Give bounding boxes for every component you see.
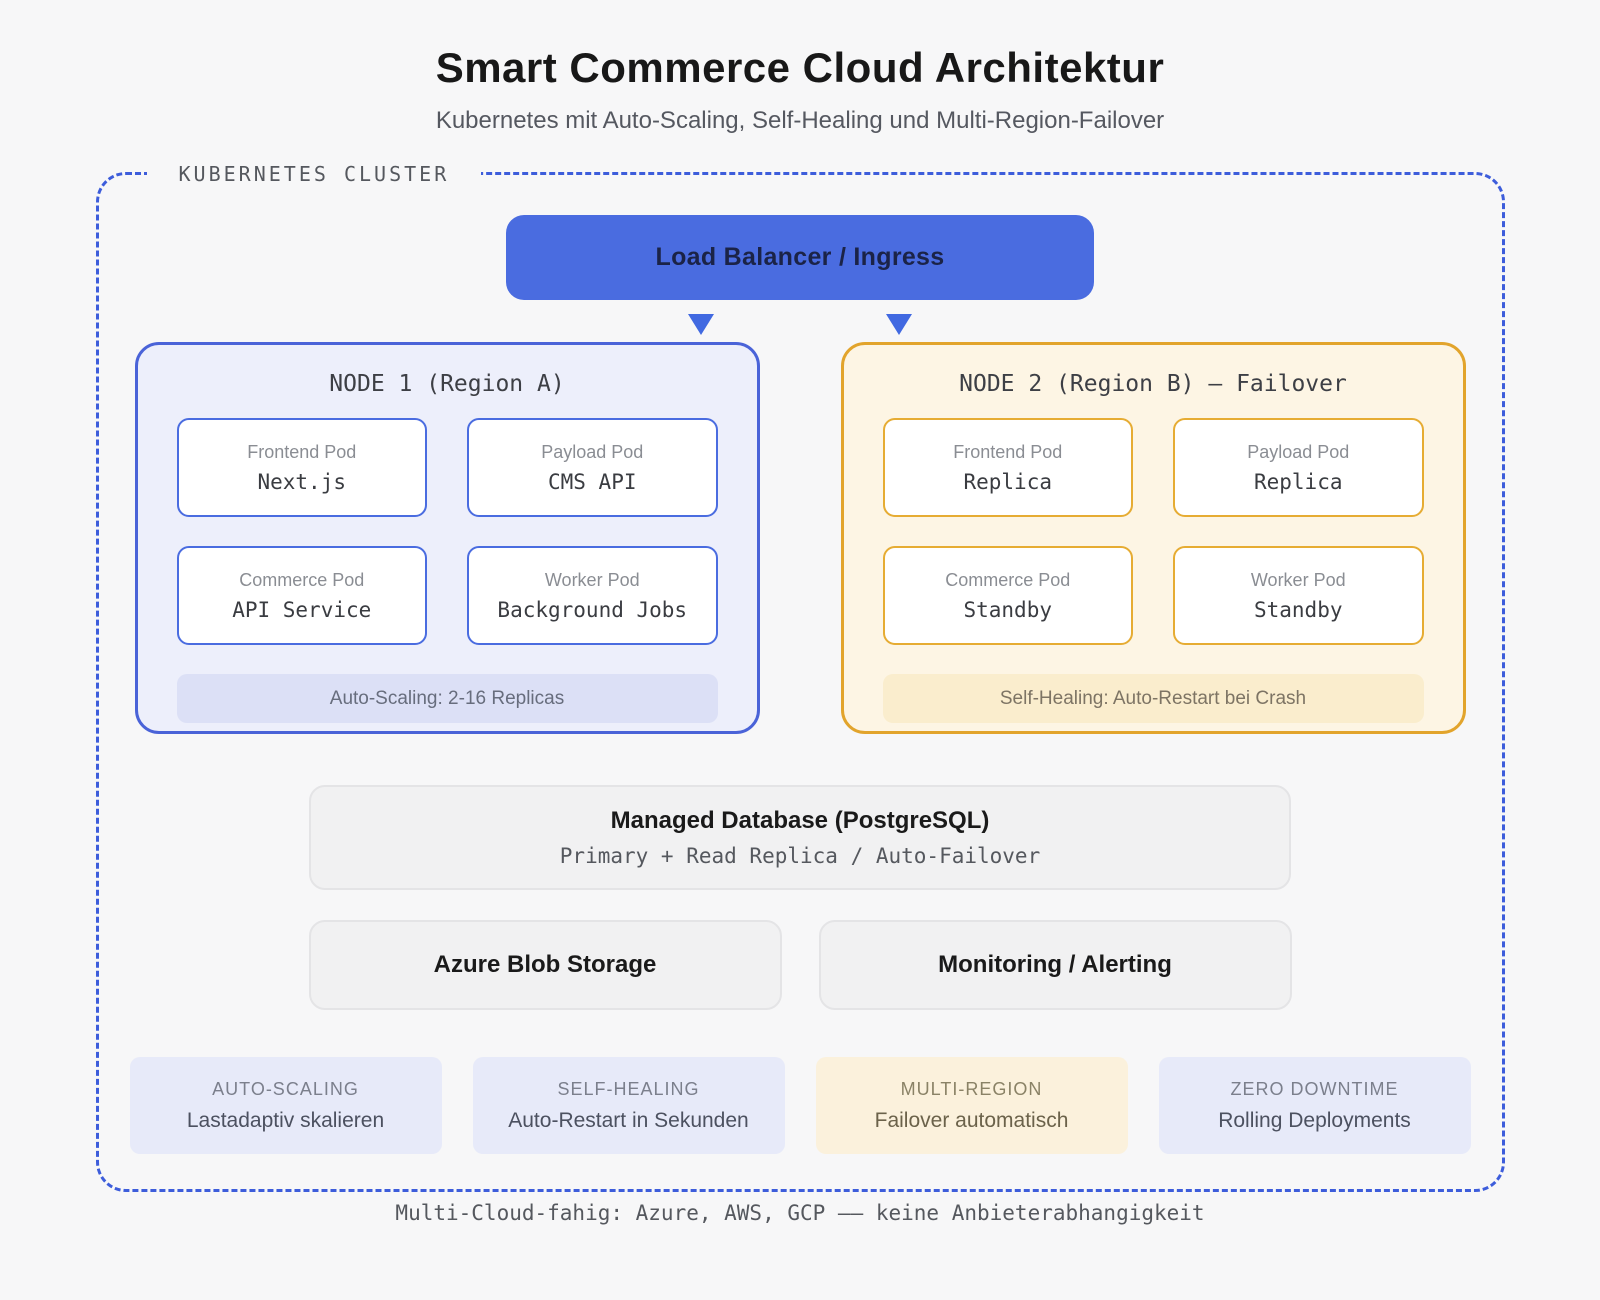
badge-self-healing: SELF-HEALING Auto-Restart in Sekunden [472, 1057, 785, 1154]
pod-label: Worker Pod [544, 569, 640, 590]
load-balancer-label: Load Balancer / Ingress [655, 243, 945, 271]
pod-value: CMS API [547, 469, 637, 494]
pod-label: Payload Pod [1247, 441, 1350, 462]
service-title: Azure Blob Storage [433, 951, 657, 978]
load-balancer-box: Load Balancer / Ingress [506, 215, 1094, 300]
node-title: NODE 1 (Region A) [329, 371, 565, 397]
badge-text: Rolling Deployments [1218, 1108, 1411, 1132]
node-1-region-a: NODE 1 (Region A) Frontend Pod Next.js P… [134, 342, 760, 734]
kubernetes-cluster-boundary: KUBERNETES CLUSTER Load Balancer / Ingre… [95, 160, 1505, 1192]
managed-database-box: Managed Database (PostgreSQL) Primary + … [309, 785, 1291, 890]
badge-label: AUTO-SCALING [212, 1078, 359, 1099]
pod-payload-replica: Payload Pod Replica [1173, 418, 1424, 517]
pod-grid: Frontend Pod Next.js Payload Pod CMS API… [176, 418, 718, 645]
node-footer-selfhealing: Self-Healing: Auto-Restart bei Crash [882, 674, 1424, 723]
nodes-row: NODE 1 (Region A) Frontend Pod Next.js P… [134, 342, 1466, 734]
badge-label: MULTI-REGION [900, 1078, 1043, 1099]
badge-multi-region: MULTI-REGION Failover automatisch [815, 1057, 1128, 1154]
badge-text: Auto-Restart in Sekunden [508, 1108, 749, 1132]
node-2-region-b-failover: NODE 2 (Region B) — Failover Frontend Po… [840, 342, 1466, 734]
node-title: NODE 2 (Region B) — Failover [959, 371, 1347, 397]
pod-worker-standby: Worker Pod Standby [1173, 546, 1424, 645]
badge-label: ZERO DOWNTIME [1230, 1078, 1399, 1099]
pod-value: Standby [1253, 597, 1343, 622]
monitoring-alerting-box: Monitoring / Alerting [818, 920, 1292, 1010]
pod-grid: Frontend Pod Replica Payload Pod Replica… [882, 418, 1424, 645]
badge-text: Lastadaptiv skalieren [186, 1108, 385, 1132]
flow-arrows [688, 314, 912, 335]
pod-value: Next.js [257, 469, 346, 494]
pod-label: Commerce Pod [239, 569, 365, 590]
arrow-down-icon [688, 314, 714, 335]
badge-zero-downtime: ZERO DOWNTIME Rolling Deployments [1158, 1057, 1471, 1154]
pod-commerce: Commerce Pod API Service [176, 546, 427, 645]
pod-value: Replica [963, 469, 1052, 494]
pod-label: Frontend Pod [247, 441, 357, 462]
pod-value: Replica [1253, 469, 1343, 494]
service-title: Monitoring / Alerting [938, 951, 1172, 978]
page-subtitle: Kubernetes mit Auto-Scaling, Self-Healin… [435, 107, 1165, 134]
cluster-label: KUBERNETES CLUSTER [146, 160, 482, 188]
pod-value: Background Jobs [497, 597, 688, 622]
pod-value: Standby [963, 597, 1052, 622]
pod-worker: Worker Pod Background Jobs [467, 546, 718, 645]
feature-badges-row: AUTO-SCALING Lastadaptiv skalieren SELF-… [129, 1057, 1471, 1154]
badge-label: SELF-HEALING [557, 1078, 700, 1099]
pod-value: API Service [232, 597, 372, 622]
pod-label: Commerce Pod [945, 569, 1071, 590]
pod-payload: Payload Pod CMS API [467, 418, 718, 517]
badge-text: Failover automatisch [874, 1108, 1069, 1132]
page-title: Smart Commerce Cloud Architektur [435, 44, 1165, 91]
node-footer-autoscaling: Auto-Scaling: 2-16 Replicas [176, 674, 718, 723]
multi-cloud-note: Multi-Cloud-fahig: Azure, AWS, GCP –– ke… [395, 1201, 1205, 1225]
pod-label: Payload Pod [541, 441, 644, 462]
pod-frontend-replica: Frontend Pod Replica [882, 418, 1133, 517]
database-title: Managed Database (PostgreSQL) [610, 807, 990, 834]
pod-frontend: Frontend Pod Next.js [176, 418, 427, 517]
pod-commerce-standby: Commerce Pod Standby [882, 546, 1133, 645]
services-row: Azure Blob Storage Monitoring / Alerting [308, 920, 1292, 1010]
database-subtitle: Primary + Read Replica / Auto-Failover [559, 844, 1041, 868]
badge-auto-scaling: AUTO-SCALING Lastadaptiv skalieren [129, 1057, 442, 1154]
azure-blob-storage-box: Azure Blob Storage [308, 920, 782, 1010]
arrow-down-icon [886, 314, 912, 335]
pod-label: Frontend Pod [953, 441, 1063, 462]
pod-label: Worker Pod [1250, 569, 1346, 590]
